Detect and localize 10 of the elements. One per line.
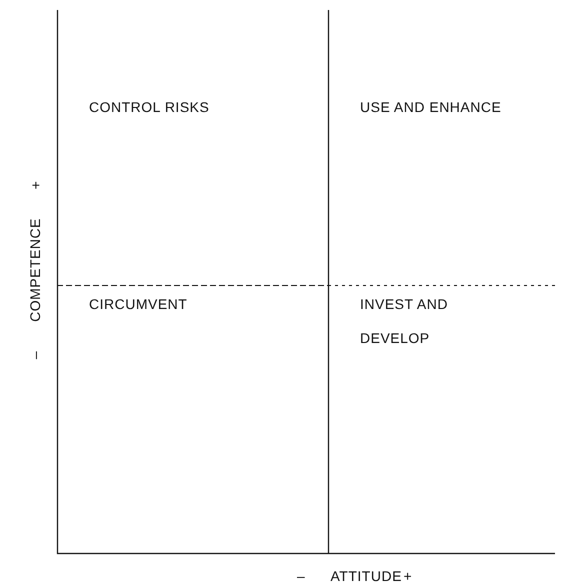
quadrant-label: CONTROL RISKS	[89, 98, 210, 117]
axis-title: COMPETENCE	[26, 218, 43, 322]
quadrant-label: INVEST AND DEVELOP	[360, 295, 449, 348]
axis-sign: +	[26, 180, 43, 190]
axis-title: ATTITUDE	[330, 568, 402, 584]
quadrant-label: USE AND ENHANCE	[360, 98, 502, 117]
axis-sign: –	[297, 568, 306, 584]
quadrant-label: CIRCUMVENT	[89, 295, 188, 314]
axis-sign: +	[404, 568, 412, 584]
axis-sign: –	[27, 350, 44, 360]
